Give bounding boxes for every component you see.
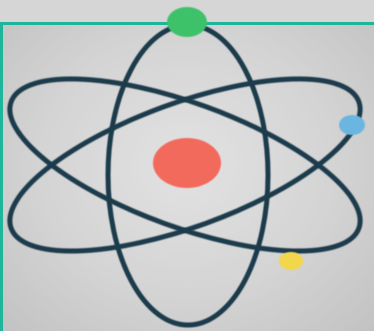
electron-yellow — [279, 252, 303, 270]
electron-blue — [339, 115, 365, 135]
nucleus — [153, 138, 221, 188]
electron-green — [167, 7, 207, 37]
